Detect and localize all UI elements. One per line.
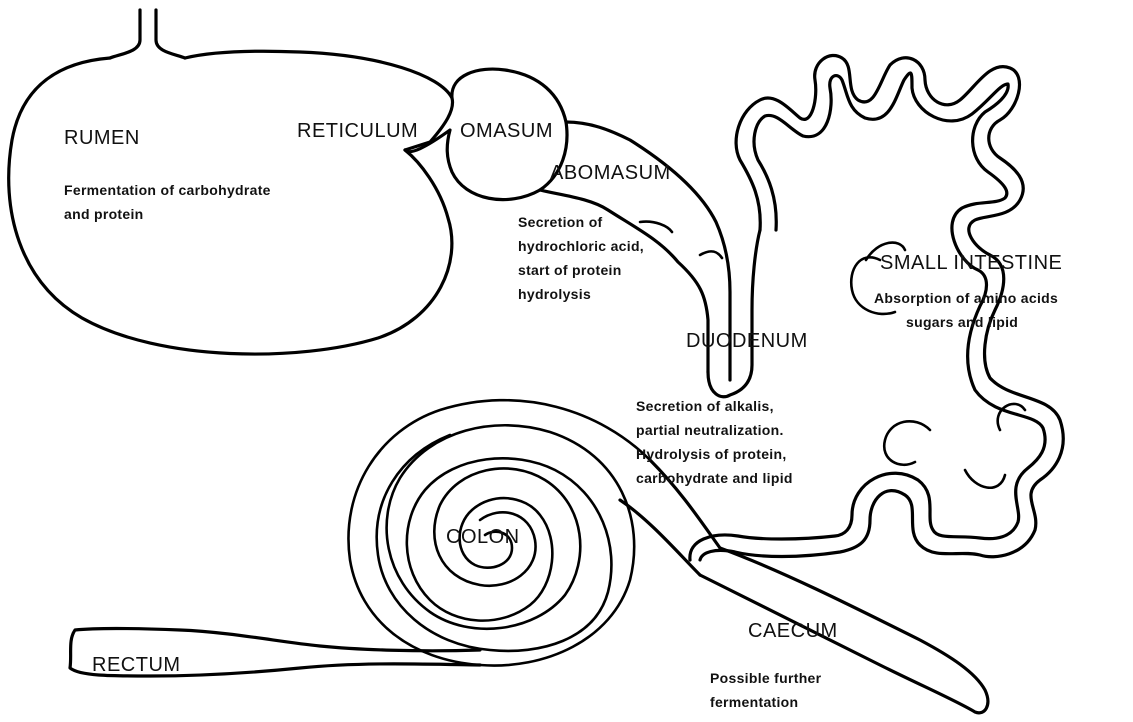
duodenum-loop bbox=[708, 230, 760, 397]
duodenum-description-line: Secretion of alkalis, bbox=[636, 394, 793, 418]
abomasum-label: ABOMASUM bbox=[550, 162, 671, 185]
omasum-label: OMASUM bbox=[460, 120, 553, 143]
abomasum-description-line: start of protein bbox=[518, 258, 644, 282]
caecum-description-line: fermentation bbox=[710, 690, 821, 714]
abomasum-description: Secretion of hydrochloric acid, start of… bbox=[518, 210, 644, 306]
caecum-description-line: Possible further bbox=[710, 666, 821, 690]
small-intestine-description-line: Absorption of amino acids bbox=[874, 286, 1058, 310]
reticulum-label: RETICULUM bbox=[297, 120, 418, 143]
caecum-description: Possible further fermentation bbox=[710, 666, 821, 714]
small-intestine-label: SMALL INTESTINE bbox=[880, 252, 1062, 275]
small-intestine-description: Absorption of amino acids sugars and lip… bbox=[874, 286, 1058, 334]
rumen-label: RUMEN bbox=[64, 127, 140, 150]
esophagus bbox=[110, 10, 185, 58]
rumen-description-line: and protein bbox=[64, 202, 271, 226]
rectum-label: RECTUM bbox=[92, 654, 181, 677]
abomasum-description-line: Secretion of bbox=[518, 210, 644, 234]
colon-label: COLON bbox=[446, 526, 520, 549]
duodenum-description: Secretion of alkalis, partial neutraliza… bbox=[636, 394, 793, 490]
rumen-description-line: Fermentation of carbohydrate bbox=[64, 178, 271, 202]
abomasum-description-line: hydrochloric acid, bbox=[518, 234, 644, 258]
small-intestine-description-line: sugars and lipid bbox=[874, 310, 1058, 334]
caecum-label: CAECUM bbox=[748, 620, 838, 643]
duodenum-description-line: Hydrolysis of protein, bbox=[636, 442, 793, 466]
rumen-description: Fermentation of carbohydrate and protein bbox=[64, 178, 271, 226]
duodenum-description-line: carbohydrate and lipid bbox=[636, 466, 793, 490]
abomasum-description-line: hydrolysis bbox=[518, 282, 644, 306]
duodenum-label: DUODENUM bbox=[686, 330, 808, 353]
duodenum-description-line: partial neutralization. bbox=[636, 418, 793, 442]
